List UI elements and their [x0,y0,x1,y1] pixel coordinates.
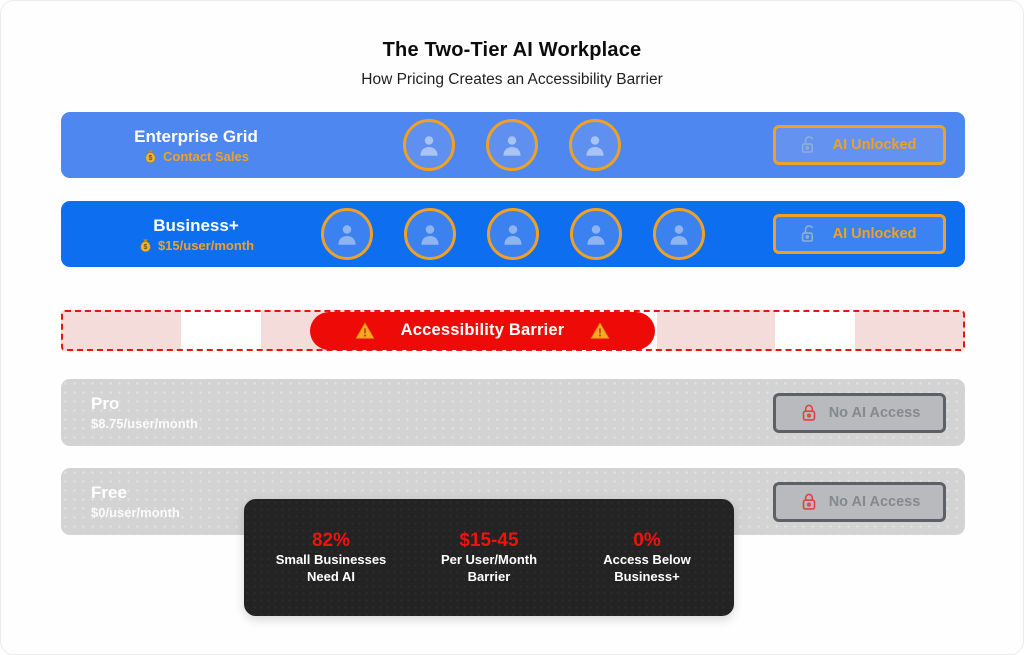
tier-label-pro: Pro $8.75/user/month [91,379,198,446]
accessibility-barrier-strip: Accessibility Barrier [61,310,965,351]
lock-padlock-icon [798,491,820,513]
stat-label: Need AI [307,568,355,584]
tier-price-text: $8.75/user/month [91,416,198,431]
user-avatar-icon [570,208,622,260]
warning-triangle-icon [355,321,375,341]
tier-row-enterprise: Enterprise Grid $ Contact Sales [61,112,965,178]
money-bag-icon: $ [143,149,158,164]
unlock-padlock-icon [798,223,820,245]
ai-badge-label: No AI Access [828,404,921,421]
tier-price-text: Contact Sales [163,148,249,164]
tier-label-free: Free $0/user/month [91,468,180,535]
user-avatar-icon [487,208,539,260]
tier-price: $ $15/user/month [138,238,254,253]
tier-price-text: $15/user/month [157,237,255,253]
stat-price-barrier: $15-45 Per User/Month Barrier [410,530,568,586]
ai-badge-label: AI Unlocked [832,226,917,242]
tier-price: $ Contact Sales [143,149,249,164]
barrier-label: Accessibility Barrier [400,321,565,339]
tier-name: Enterprise Grid [134,126,258,146]
stat-value: 0% [633,529,661,551]
page-title: The Two-Tier AI Workplace [382,39,642,61]
svg-text:$: $ [149,154,153,161]
tier-price-text: $0/user/month [91,505,180,520]
stat-label: Barrier [467,568,511,584]
stat-label: Access Below [603,551,691,567]
ai-unlocked-badge: AI Unlocked [773,125,946,165]
tier-row-pro: Pro $8.75/user/month No AI Access [61,379,965,446]
tier-name: Pro [91,394,120,413]
ai-unlocked-badge: AI Unlocked [773,214,946,254]
avatar-group [403,119,621,171]
no-ai-access-badge: No AI Access [773,481,946,522]
user-avatar-icon [404,208,456,260]
stat-small-businesses: 82% Small Businesses Need AI [252,530,410,586]
tier-label-business: Business+ $ $15/user/month [61,201,331,267]
tier-label-enterprise: Enterprise Grid $ Contact Sales [61,112,331,178]
money-bag-icon: $ [138,238,153,253]
stats-panel: 82% Small Businesses Need AI $15-45 Per … [244,499,734,616]
unlock-padlock-icon [798,134,820,156]
no-ai-access-badge: No AI Access [773,392,946,433]
tier-name: Business+ [153,215,239,235]
user-avatar-icon [403,119,455,171]
stat-label: Small Businesses [275,551,387,567]
stat-value: $15-45 [459,529,519,551]
avatar-group [321,208,705,260]
user-avatar-icon [486,119,538,171]
warning-triangle-icon [590,321,610,341]
accessibility-barrier-pill: Accessibility Barrier [310,311,655,350]
page-subtitle: How Pricing Creates an Accessibility Bar… [361,71,663,88]
user-avatar-icon [653,208,705,260]
stat-value: 82% [311,529,351,551]
ai-badge-label: AI Unlocked [832,137,917,153]
user-avatar-icon [569,119,621,171]
tier-row-business: Business+ $ $15/user/month [61,201,965,267]
stat-access-below: 0% Access Below Business+ [568,530,726,586]
ai-badge-label: No AI Access [828,493,921,510]
stat-label: Per User/Month [440,551,538,567]
svg-text:$: $ [144,243,148,250]
tier-name: Free [91,483,127,502]
lock-padlock-icon [798,402,820,424]
stat-label: Business+ [614,568,680,584]
user-avatar-icon [321,208,373,260]
